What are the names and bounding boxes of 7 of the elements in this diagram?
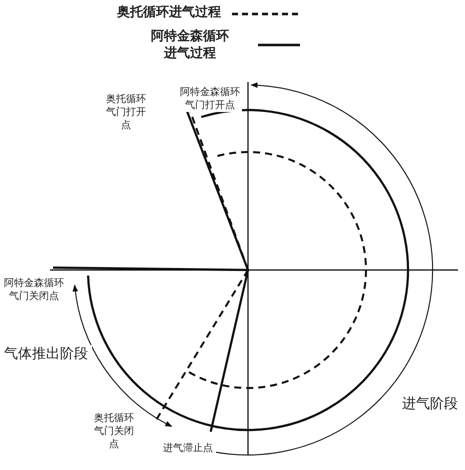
point-label: 阿特金森循环气门打开点 <box>178 86 242 112</box>
point-label: 阿特金森循环气门关闭点 <box>2 277 66 303</box>
legend-label: 阿特金森循环进气过程 <box>150 28 230 62</box>
point-label: 进气滞止点 <box>160 442 216 455</box>
phase-label: 气体推出阶段 <box>4 345 92 363</box>
point-label: 奥托循环气门打开点 <box>104 93 148 132</box>
point-label: 奥托循环气门关闭点 <box>92 412 136 451</box>
